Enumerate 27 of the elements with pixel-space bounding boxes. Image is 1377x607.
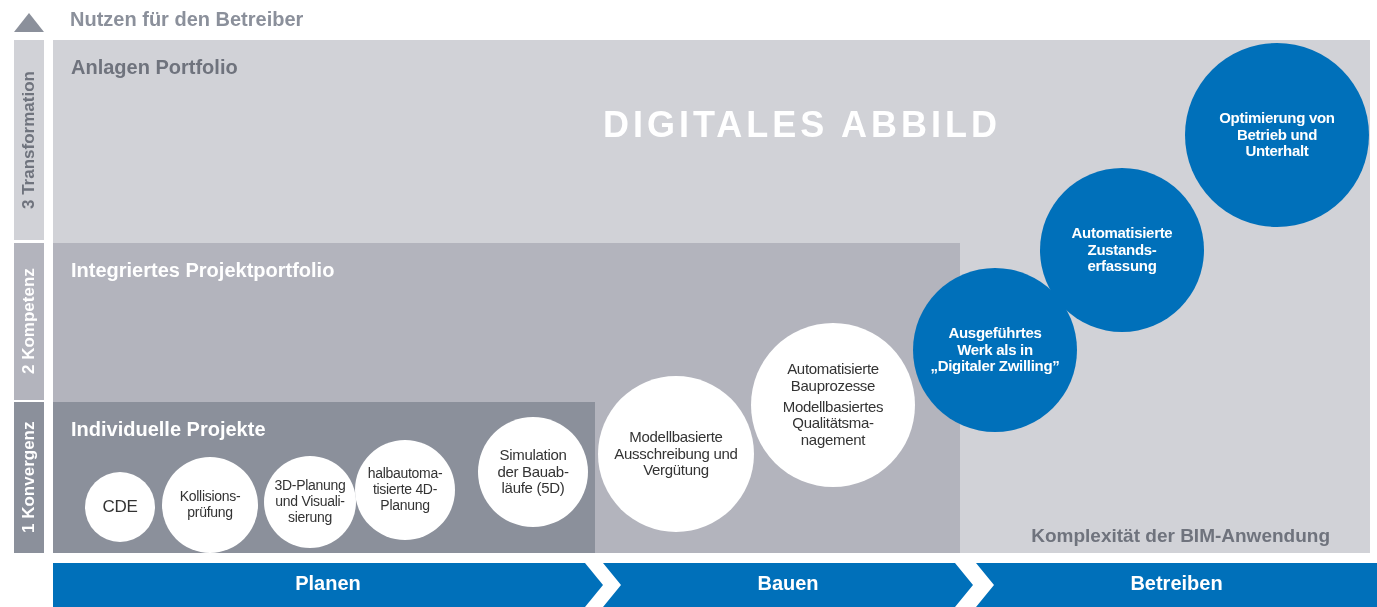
axis-segment-label: 2 Kompetenz (14, 243, 44, 400)
node-text: Modellbasierte Ausschreibung und Vergütung (613, 428, 739, 480)
phase-banner (603, 563, 973, 607)
node-text: Modellbasiertes Qualitätsma- nagement (781, 398, 885, 449)
panel-heading: Komplexität der BIM-Anwendung (1031, 525, 1330, 547)
node-text: Ausgeführtes Werk als in „Digitaler Zwilling” (929, 324, 1061, 376)
node-text: 3D-Planung und Visuali- sierung (273, 478, 347, 526)
axis-segment-label: 3 Transformation (14, 40, 44, 240)
panel-heading: Integriertes Projektportfolio (71, 259, 335, 282)
phase-label: Betreiben (1130, 572, 1223, 595)
node-text: Automatisierte Zustands- erfassung (1070, 224, 1174, 276)
axis-title: Nutzen für den Betreiber (70, 8, 304, 31)
phase-banner (53, 563, 603, 607)
phase-label: Bauen (757, 572, 819, 595)
node-text: Kollisions- prüfung (178, 489, 242, 521)
phase-label: Planen (295, 572, 361, 595)
node-text: Automatisierte Bauprozesse (786, 361, 880, 395)
phase-banner (976, 563, 1377, 607)
panel-heading: Individuelle Projekte (71, 418, 266, 441)
panel-heading: Anlagen Portfolio (71, 56, 238, 79)
node-text: halbautoma- tisierte 4D- Planung (366, 466, 444, 514)
node-text: Optimierung von Betrieb und Unterhalt (1218, 109, 1336, 161)
node-text: Simulation der Bauab- läufe (5D) (496, 446, 570, 498)
node-text: CDE (102, 497, 138, 517)
tier-panel (53, 40, 1370, 553)
tier-panel (53, 402, 595, 553)
axis-segment-label: 1 Konvergenz (14, 402, 44, 553)
